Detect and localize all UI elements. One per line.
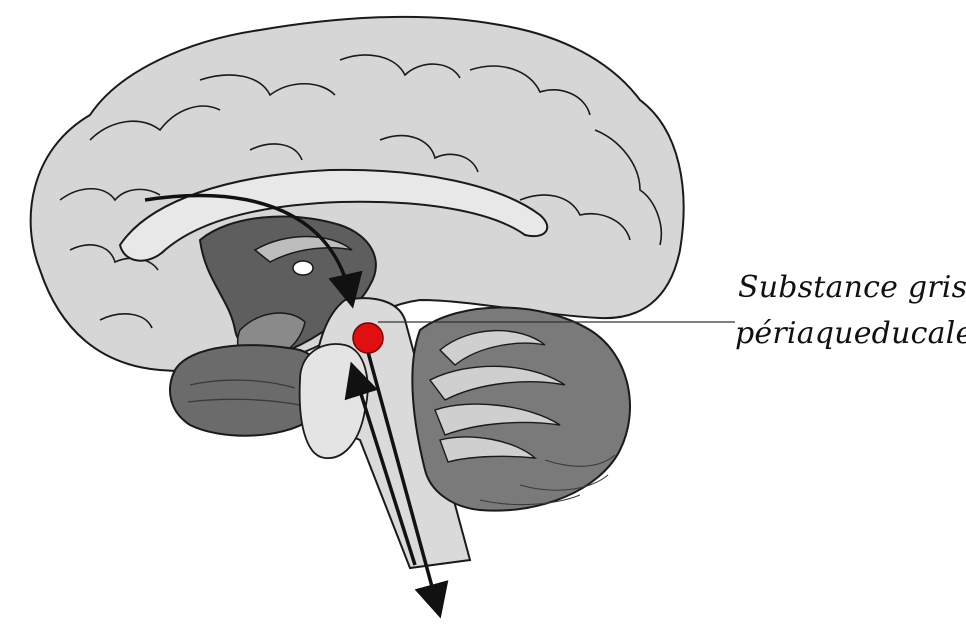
pag-label-line-1: Substance grise bbox=[738, 270, 966, 305]
interventricular-foramen bbox=[293, 261, 313, 275]
pag-marker-dot bbox=[353, 323, 383, 353]
pons bbox=[300, 344, 368, 458]
pag-label-line-2: périaqueducale bbox=[735, 316, 966, 351]
